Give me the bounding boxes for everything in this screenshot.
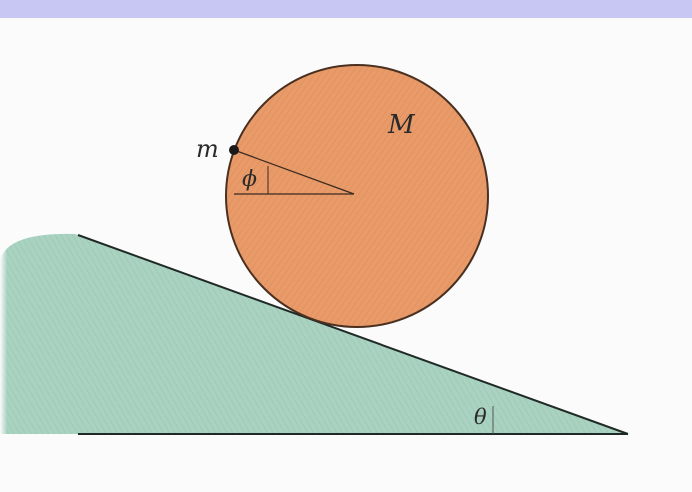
small-mass-dot <box>229 145 239 155</box>
cylinder-outline <box>225 64 489 328</box>
incline-wedge: θ <box>0 225 629 437</box>
small-mass-group: m ϕ <box>196 135 355 195</box>
cylinder: M <box>225 64 489 328</box>
incline-angle-label: θ <box>474 405 487 429</box>
radius-line <box>233 149 355 195</box>
incline-texture <box>0 233 628 434</box>
cylinder-texture <box>226 65 488 327</box>
mass-angle-label: ϕ <box>242 167 257 192</box>
incline-surface <box>77 234 629 435</box>
incline-fade <box>0 225 120 437</box>
header-band <box>0 0 692 18</box>
small-mass-label: m <box>196 135 219 163</box>
large-mass-label: M <box>387 110 416 140</box>
